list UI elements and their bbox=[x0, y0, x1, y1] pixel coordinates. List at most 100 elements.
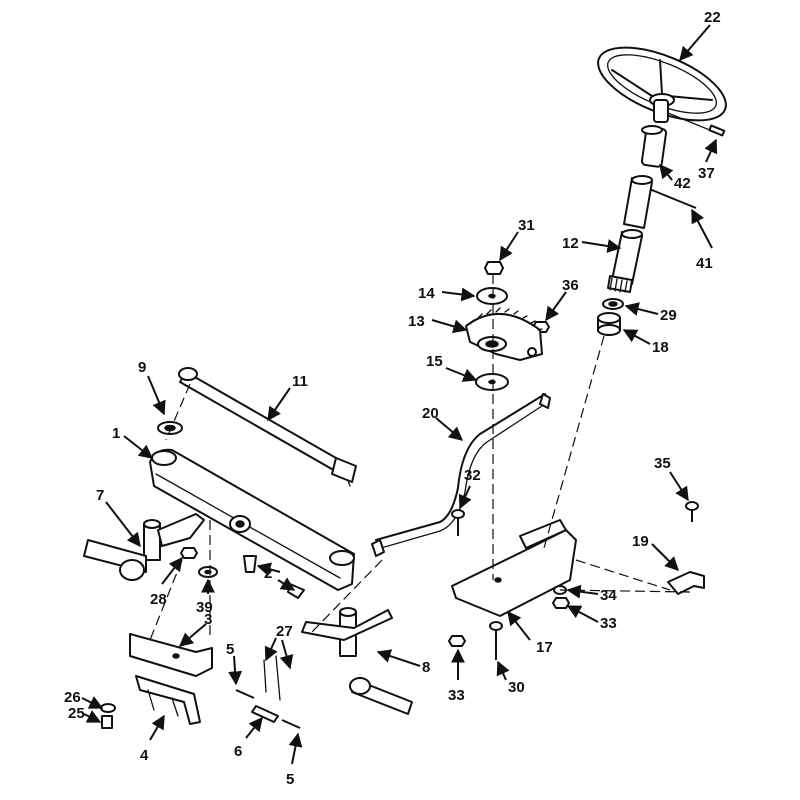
callout-7: 7 bbox=[96, 487, 141, 548]
callout-17: 17 bbox=[507, 610, 553, 656]
callout-34: 34 bbox=[566, 584, 617, 604]
callout-label: 22 bbox=[704, 9, 721, 26]
callout-42: 42 bbox=[659, 163, 691, 192]
right-spindle-part bbox=[301, 607, 413, 715]
callout-39: 39 bbox=[196, 578, 215, 616]
upper-washer-part bbox=[476, 287, 508, 305]
callout-label: 34 bbox=[600, 587, 617, 604]
callout-15: 15 bbox=[426, 353, 478, 382]
callout-26: 26 bbox=[64, 689, 104, 709]
callout-5-lower: 5 bbox=[286, 732, 303, 788]
callout-label: 20 bbox=[422, 405, 439, 422]
spindle-nut-parts bbox=[180, 547, 218, 578]
top-nut-part bbox=[484, 261, 504, 275]
callout-14: 14 bbox=[418, 285, 476, 302]
callout-6: 6 bbox=[234, 716, 263, 760]
callout-label: 19 bbox=[632, 533, 649, 550]
washer-bushing-parts bbox=[597, 298, 624, 336]
callout-label: 7 bbox=[96, 487, 104, 504]
callout-11: 11 bbox=[267, 373, 308, 422]
callout-3: 3 bbox=[178, 611, 212, 647]
callout-label: 33 bbox=[600, 615, 617, 632]
lower-washer-part bbox=[475, 373, 509, 391]
callout-27: 27 bbox=[264, 623, 294, 670]
callout-label: 17 bbox=[536, 639, 553, 656]
callout-4: 4 bbox=[140, 714, 165, 764]
callout-label: 9 bbox=[138, 359, 146, 376]
callout-label: 29 bbox=[660, 307, 677, 324]
callout-33-lower: 33 bbox=[448, 648, 465, 704]
mounting-bracket-part bbox=[135, 675, 201, 725]
callout-9: 9 bbox=[138, 359, 166, 416]
steering-wheel-part bbox=[597, 46, 727, 123]
callout-33-upper: 33 bbox=[566, 605, 617, 632]
callout-30: 30 bbox=[496, 660, 525, 696]
callout-label: 5 bbox=[226, 641, 234, 658]
pivot-bracket-part bbox=[129, 633, 213, 677]
callout-19: 19 bbox=[632, 533, 679, 571]
callout-36: 36 bbox=[545, 277, 579, 322]
callout-label: 14 bbox=[418, 285, 435, 302]
callout-label: 33 bbox=[448, 687, 465, 704]
callout-label: 1 bbox=[112, 425, 120, 442]
callout-13: 13 bbox=[408, 313, 468, 334]
callout-label: 8 bbox=[422, 659, 430, 676]
callout-18: 18 bbox=[622, 329, 669, 356]
callout-label: 11 bbox=[292, 373, 308, 390]
callout-label: 12 bbox=[562, 235, 579, 252]
callout-label: 39 bbox=[196, 599, 213, 616]
sector-gear-part bbox=[465, 307, 543, 361]
callout-20: 20 bbox=[422, 405, 464, 441]
tie-rod-part bbox=[178, 367, 357, 487]
callout-label: 3 bbox=[204, 611, 212, 628]
axle-bushing-part bbox=[157, 421, 183, 435]
callout-label: 42 bbox=[674, 175, 691, 192]
pin-spring-parts bbox=[235, 655, 301, 729]
callout-label: 5 bbox=[286, 771, 294, 788]
callout-32: 32 bbox=[458, 467, 481, 510]
callout-label: 6 bbox=[234, 743, 242, 760]
callout-35: 35 bbox=[654, 455, 689, 502]
callout-28: 28 bbox=[150, 556, 183, 608]
callout-label: 13 bbox=[408, 313, 425, 330]
callout-1: 1 bbox=[112, 425, 154, 459]
callout-label: 28 bbox=[150, 591, 167, 608]
callout-label: 41 bbox=[696, 255, 713, 272]
callout-label: 36 bbox=[562, 277, 579, 294]
callout-label: 31 bbox=[518, 217, 535, 234]
callout-12: 12 bbox=[562, 235, 622, 253]
callout-label: 4 bbox=[140, 747, 149, 764]
callout-label: 35 bbox=[654, 455, 671, 472]
callout-label: 15 bbox=[426, 353, 443, 370]
callout-label: 37 bbox=[698, 165, 715, 182]
drag-link-part bbox=[371, 393, 551, 557]
callout-2: 2 bbox=[256, 562, 296, 591]
callout-label: 25 bbox=[68, 705, 85, 722]
callout-37: 37 bbox=[698, 138, 718, 182]
callout-22: 22 bbox=[679, 9, 721, 62]
callout-25: 25 bbox=[68, 705, 102, 723]
alignment-lines bbox=[149, 274, 691, 641]
callout-label: 32 bbox=[464, 467, 481, 484]
callout-label: 30 bbox=[508, 679, 525, 696]
callout-label: 27 bbox=[276, 623, 293, 640]
callout-8: 8 bbox=[376, 649, 430, 676]
callout-label: 2 bbox=[264, 565, 272, 582]
callout-5-upper: 5 bbox=[226, 641, 243, 686]
callout-label: 26 bbox=[64, 689, 81, 706]
callout-41: 41 bbox=[691, 208, 713, 272]
bolt-35-clip-19-parts bbox=[667, 501, 705, 595]
steering-shaft-part bbox=[607, 175, 653, 293]
bracket-bolt-parts bbox=[100, 703, 116, 729]
adapter-part bbox=[640, 125, 668, 168]
callout-label: 18 bbox=[652, 339, 669, 356]
sector-bracket-part bbox=[451, 519, 577, 617]
washer-nut-34-33-parts bbox=[552, 585, 570, 609]
bolt-30-part bbox=[448, 621, 503, 660]
grease-fitting-part bbox=[243, 555, 305, 599]
callout-31: 31 bbox=[499, 217, 535, 262]
callout-29: 29 bbox=[624, 302, 677, 324]
roll-pin-part bbox=[667, 112, 726, 137]
bracket-bolt-32-part bbox=[451, 509, 465, 536]
